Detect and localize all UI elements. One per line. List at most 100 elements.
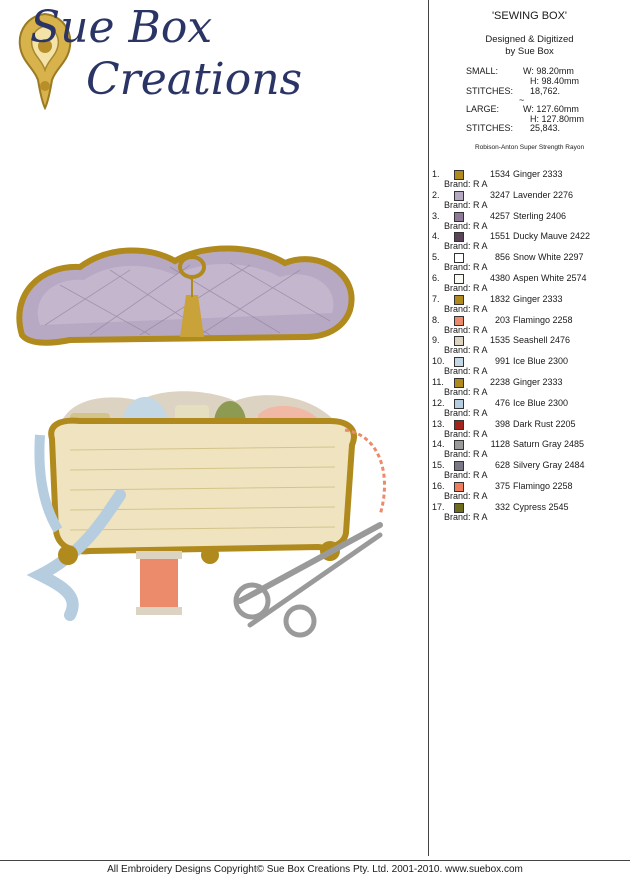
thread-code: 4257 <box>489 210 510 221</box>
credit-line-2: by Sue Box <box>505 46 554 57</box>
thread-number: 3. <box>432 210 440 221</box>
thread-color-swatch <box>454 190 464 201</box>
thread-brand: Brand: R A <box>444 324 488 335</box>
thread-code: 1832 <box>489 293 510 304</box>
thread-number: 17. <box>432 501 445 512</box>
thread-code: 3247 <box>489 189 510 200</box>
credit-line-1: Designed & Digitized <box>485 34 574 45</box>
thread-code: 398 <box>494 418 510 429</box>
thread-color-swatch <box>454 315 464 326</box>
size-separator: ~ <box>519 95 525 105</box>
thread-brand: Brand: R A <box>444 470 488 481</box>
thread-name: Sterling 2406 <box>513 210 567 221</box>
thread-number: 4. <box>432 231 440 242</box>
thread-code: 991 <box>494 356 510 367</box>
thread-brand: Brand: R A <box>444 283 488 293</box>
thread-number: 11. <box>432 377 444 387</box>
thread-color-swatch <box>454 419 464 430</box>
thread-color-swatch <box>454 274 464 284</box>
logo-emblem-icon <box>18 12 72 110</box>
thread-code: 1128 <box>490 439 510 450</box>
design-info-panel: 'SEWING BOX' Designed & Digitized by Sue… <box>432 0 627 856</box>
brand-name-line1: Sue Box <box>30 2 213 53</box>
thread-brand-note: Robison-Anton Super Strength Rayon <box>474 144 585 151</box>
thread-number: 14. <box>432 439 445 450</box>
thread-name: Silvery Gray 2484 <box>513 460 585 471</box>
thread-number: 9. <box>432 335 440 346</box>
thread-code: 856 <box>494 252 510 263</box>
thread-name: Flamingo 2258 <box>513 314 573 325</box>
thread-number: 13. <box>432 418 445 429</box>
thread-brand: Brand: R A <box>444 366 488 377</box>
thread-color-swatch <box>454 357 464 368</box>
thread-brand: Brand: R A <box>444 179 488 189</box>
thread-name: Saturn Gray 2485 <box>513 439 585 450</box>
thread-name: Snow White 2297 <box>513 252 584 263</box>
thread-color-swatch <box>454 398 464 409</box>
thread-number: 10. <box>432 356 445 367</box>
thread-code: 1534 <box>489 169 510 179</box>
thread-color-swatch <box>454 502 464 513</box>
thread-color-swatch <box>454 170 464 180</box>
small-width: W: 98.20mm <box>523 66 574 76</box>
thread-name: Flamingo 2258 <box>513 481 573 491</box>
thread-name: Ginger 2333 <box>513 169 563 179</box>
thread-code: 1535 <box>489 335 510 346</box>
thread-brand: Brand: R A <box>444 449 488 460</box>
thread-name: Ginger 2333 <box>513 377 563 387</box>
thread-color-swatch <box>454 294 464 305</box>
thread-brand: Brand: R A <box>444 511 488 522</box>
small-label: SMALL: <box>466 66 499 76</box>
thread-code: 1551 <box>489 231 510 242</box>
thread-code: 4380 <box>489 273 510 283</box>
thread-code: 332 <box>494 501 510 512</box>
thread-code: 2238 <box>489 377 510 387</box>
thread-code: 375 <box>494 481 510 491</box>
thread-name: Ginger 2333 <box>513 293 563 304</box>
small-height: H: 98.40mm <box>530 76 580 86</box>
thread-name: Cypress 2545 <box>513 501 569 512</box>
thread-brand: Brand: R A <box>444 345 488 356</box>
thread-brand: Brand: R A <box>444 491 488 501</box>
thread-color-swatch <box>454 211 464 222</box>
footer-copyright: All Embroidery Designs Copyright© Sue Bo… <box>107 864 523 875</box>
thread-brand: Brand: R A <box>444 199 488 210</box>
footer-divider <box>0 860 630 861</box>
thread-number: 16. <box>432 481 445 491</box>
thread-number: 1. <box>432 169 440 179</box>
large-stitches-value: 25,843. <box>530 123 561 133</box>
thread-code: 628 <box>494 460 510 471</box>
thread-number: 5. <box>432 252 440 263</box>
large-width: W: 127.60mm <box>523 104 579 114</box>
thread-brand: Brand: R A <box>444 220 488 231</box>
thread-color-swatch <box>454 461 464 472</box>
brand-name-line2: Creations <box>86 54 303 105</box>
thread-number: 8. <box>432 314 440 325</box>
thread-brand: Brand: R A <box>444 303 488 314</box>
thread-name: Lavender 2276 <box>513 189 574 200</box>
thread-name: Dark Rust 2205 <box>513 418 576 429</box>
design-title: 'SEWING BOX' <box>491 10 568 22</box>
thread-number: 7. <box>432 293 440 304</box>
thread-color-swatch <box>454 336 464 347</box>
thread-name: Ice Blue 2300 <box>513 356 569 367</box>
thread-color-swatch <box>454 253 464 264</box>
design-panel: Sue Box Creations <box>16 2 386 638</box>
thread-color-swatch <box>454 232 464 243</box>
small-stitches-label: STITCHES: <box>466 86 514 96</box>
thread-brand: Brand: R A <box>444 241 488 252</box>
